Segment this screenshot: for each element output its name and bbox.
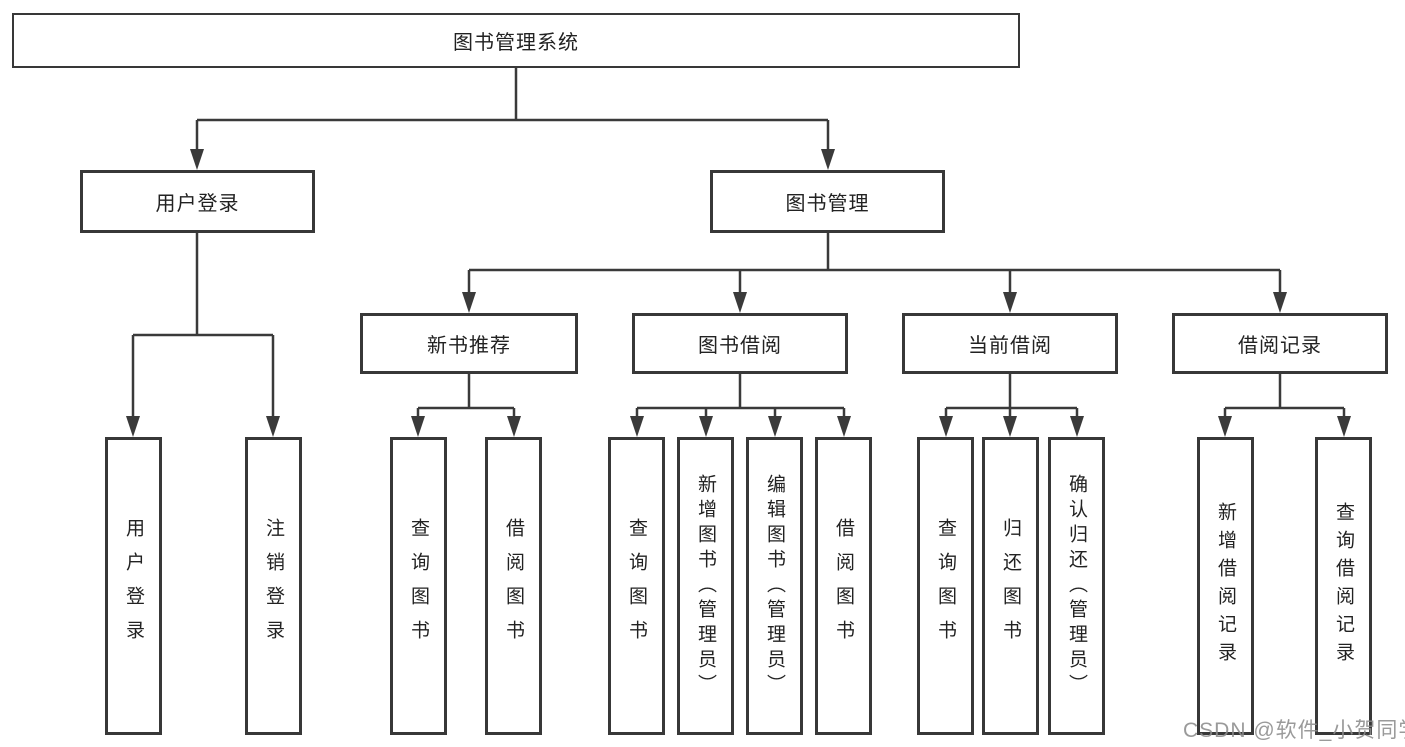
node-user-login: 用户登录	[80, 170, 315, 233]
leaf-records-query-record-label: 查询借阅记录	[1333, 502, 1354, 670]
leaf-current-return-book-label: 归还图书	[1000, 518, 1021, 654]
leaf-borrow-borrow-book: 借阅图书	[815, 437, 872, 735]
node-root-label: 图书管理系统	[453, 32, 579, 54]
node-root: 图书管理系统	[12, 13, 1020, 68]
leaf-records-add-record-label: 新增借阅记录	[1215, 502, 1236, 670]
leaf-records-query-record: 查询借阅记录	[1315, 437, 1372, 735]
leaf-records-add-record: 新增借阅记录	[1197, 437, 1254, 735]
node-borrow-records-label: 借阅记录	[1238, 335, 1322, 357]
leaf-current-confirm-return-admin: 确认归还（管理员）	[1048, 437, 1105, 735]
leaf-current-query-book: 查询图书	[917, 437, 974, 735]
node-book-management: 图书管理	[710, 170, 945, 233]
leaf-logout-login: 注销登录	[245, 437, 302, 735]
leaf-user-login-label: 用户登录	[123, 518, 144, 654]
leaf-borrow-edit-book-admin-label: 编辑图书（管理员）	[764, 473, 785, 699]
node-book-borrow-label: 图书借阅	[698, 335, 782, 357]
node-current-borrow-label: 当前借阅	[968, 335, 1052, 357]
leaf-borrow-borrow-book-label: 借阅图书	[833, 518, 854, 654]
node-current-borrow: 当前借阅	[902, 313, 1118, 374]
leaf-newbook-query-book: 查询图书	[390, 437, 447, 735]
csdn-watermark: CSDN @软件_小贺同学	[1183, 719, 1405, 742]
node-new-book-recommend-label: 新书推荐	[427, 335, 511, 357]
leaf-borrow-query-book: 查询图书	[608, 437, 665, 735]
leaf-user-login: 用户登录	[105, 437, 162, 735]
node-book-borrow: 图书借阅	[632, 313, 848, 374]
leaf-newbook-borrow-book-label: 借阅图书	[503, 518, 524, 654]
leaf-borrow-query-book-label: 查询图书	[626, 518, 647, 654]
node-book-management-label: 图书管理	[785, 193, 870, 215]
leaf-borrow-add-book-admin: 新增图书（管理员）	[677, 437, 734, 735]
leaf-borrow-add-book-admin-label: 新增图书（管理员）	[695, 473, 716, 699]
leaf-newbook-query-book-label: 查询图书	[408, 518, 429, 654]
node-user-login-label: 用户登录	[155, 193, 240, 215]
leaf-current-query-book-label: 查询图书	[935, 518, 956, 654]
node-new-book-recommend: 新书推荐	[360, 313, 578, 374]
leaf-current-return-book: 归还图书	[982, 437, 1039, 735]
leaf-current-confirm-return-admin-label: 确认归还（管理员）	[1066, 473, 1087, 699]
leaf-newbook-borrow-book: 借阅图书	[485, 437, 542, 735]
node-borrow-records: 借阅记录	[1172, 313, 1388, 374]
leaf-borrow-edit-book-admin: 编辑图书（管理员）	[746, 437, 803, 735]
leaf-logout-login-label: 注销登录	[263, 518, 284, 654]
